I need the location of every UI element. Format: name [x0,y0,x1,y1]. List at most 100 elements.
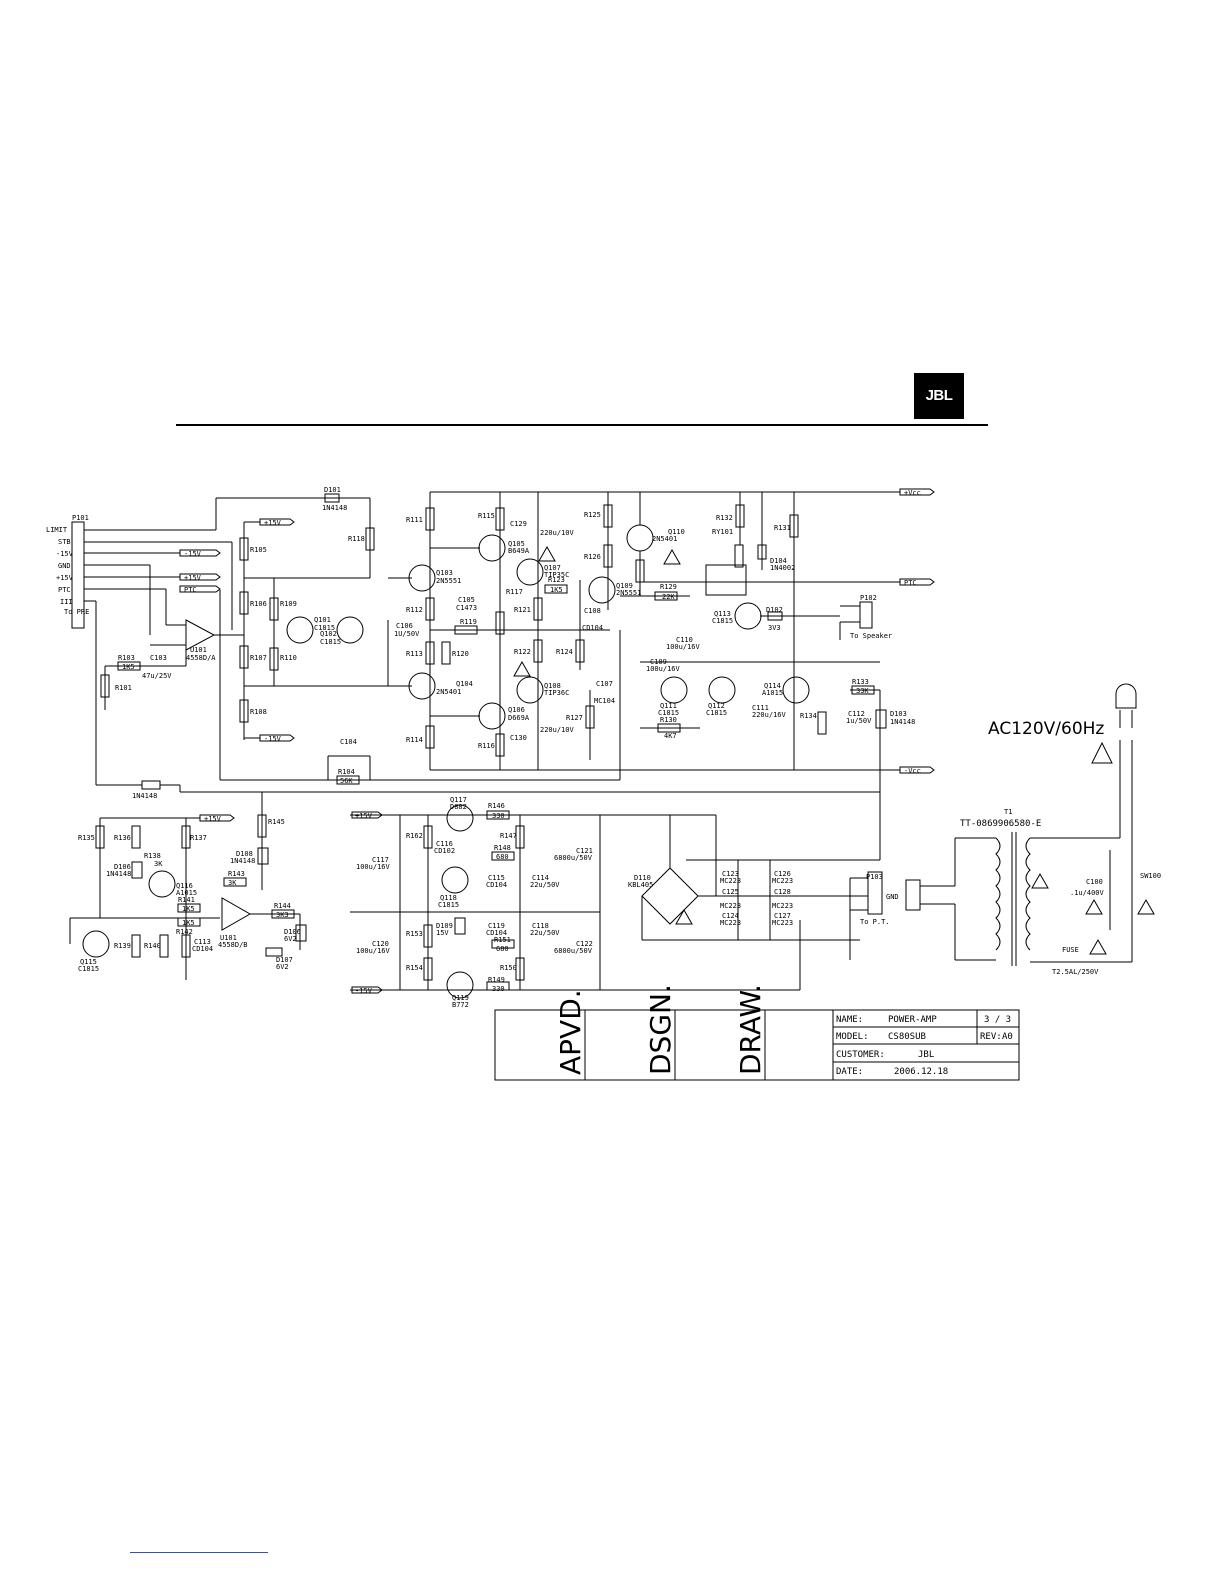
q103-ref: Q103 [436,569,453,577]
p102-ref: P102 [860,594,877,602]
q107-ref: Q107 [544,564,561,572]
c129-value: 220u/10V [540,529,575,537]
rail-label: -15V [264,735,282,743]
component-labels: P101 LIMIT STB -15V GND +15V PTC III To … [46,486,1161,1009]
p101-connector-body [71,521,85,629]
q110-value: 2N5401 [652,535,677,543]
q118-value: C1815 [438,901,459,909]
r142-ref: R142 [176,928,193,936]
q114-value: A1015 [762,689,783,697]
c111-ref: C111 [752,704,769,712]
r129-ref: R129 [660,583,677,591]
c109-value: 100u/16V [646,665,681,673]
q109-value: 2N5551 [616,589,641,597]
r120-ref: R120 [452,650,469,658]
c123-ref: C123 [722,870,739,878]
c108-ref: C108 [584,607,601,615]
c103-value: 47u/25V [142,672,172,680]
jbl-logo: JBL [914,373,964,419]
r141-value: 1K5 [182,905,195,913]
r108-ref: R108 [250,708,267,716]
c120-ref: C120 [372,940,389,948]
d101-value: 1N4148 [322,504,347,512]
customer-value: JBL [918,1050,934,1060]
warning-icon [1091,741,1113,764]
c112-value: 1u/50V [846,717,872,725]
t1-value: TT-0869906580-E [960,819,1041,829]
q102-transistor [336,616,364,644]
q119-ref: Q119 [452,994,469,1002]
warning-icons [513,545,1155,955]
r110-ref: R110 [280,654,297,662]
q108-ref: Q108 [544,682,561,690]
t1-ref: T1 [1004,808,1012,816]
c115-value: CD104 [486,881,507,889]
c128-value: MC223 [772,902,793,910]
c115-ref: C115 [488,874,505,882]
c105-ref: C105 [458,596,475,604]
r140-ref: R140 [144,942,161,950]
r154-ref: R154 [406,964,423,972]
p101-pin-label: +15V [56,574,74,582]
q105-value: B649A [508,547,530,555]
r138-value: 3K [154,860,163,868]
c128-ref: C128 [774,888,791,896]
p101-pin-label: -15V [56,550,74,558]
c127-ref: C127 [774,912,791,920]
r105-ref: R105 [250,546,267,554]
warning-icon [538,545,556,562]
c122-value: 6800u/50V [554,947,593,955]
c107-ref: C107 [596,680,613,688]
r129-value: 22K [662,593,675,601]
q111-ref: Q111 [660,702,677,710]
r112-ref: R112 [406,606,423,614]
rail-label: -15V [355,987,373,995]
r115-ref: R115 [478,512,495,520]
r143-value: 3K [228,879,237,887]
p101-ref: P101 [72,514,89,522]
u101a-ref: U101 [190,646,207,654]
r104-value: 56K [340,777,353,785]
c106-ref: C106 [396,622,413,630]
r148-ref: R148 [494,844,511,852]
d110-ref: D110 [634,874,651,882]
r104-ref: R104 [338,768,355,776]
d106b-ref: D106 [284,928,301,936]
wires [69,488,1137,999]
q118-ref: Q118 [440,894,457,902]
c116-ref: C116 [436,840,453,848]
p103-gnd-label: GND [886,893,899,901]
d103-value: 1N4148 [890,718,915,726]
q101-transistor [286,616,314,644]
footer-link-underline[interactable] [130,1552,268,1553]
c121-ref: C121 [576,847,593,855]
rev-label: REV: [980,1032,1002,1042]
d104-value: 1N4002 [770,564,795,572]
header-rule [176,424,988,426]
d103-ref: D103 [890,710,907,718]
c130-value: 220u/10V [540,726,575,734]
r142-value: 1K5 [182,919,195,927]
ry101-ref: RY101 [712,528,733,536]
q116-value: A1015 [176,889,197,897]
q101-ref: Q101 [314,616,331,624]
r111-ref: R111 [406,516,423,524]
q104-ref: Q104 [456,680,473,688]
r131-ref: R131 [774,524,791,532]
q106-ref: Q106 [508,706,525,714]
apvd-label: APVD. [554,989,587,1075]
u101b-value: 4558D/B [218,941,248,949]
d106-ref: D106 [114,863,131,871]
r146-ref: R146 [488,802,505,810]
c117-value: 100u/16V [356,863,391,871]
warning-icon [1089,938,1107,955]
rail-label: +Vcc [904,489,921,497]
r127-ref: R127 [566,714,583,722]
d107-ref: D107 [276,956,293,964]
r132-ref: R132 [716,514,733,522]
p101-pin-label: STB [58,538,71,546]
rail-label: +15V [355,812,373,820]
c107-value: MC104 [594,697,615,705]
q113-value: C1815 [712,617,733,625]
model-label: MODEL: [836,1032,869,1042]
